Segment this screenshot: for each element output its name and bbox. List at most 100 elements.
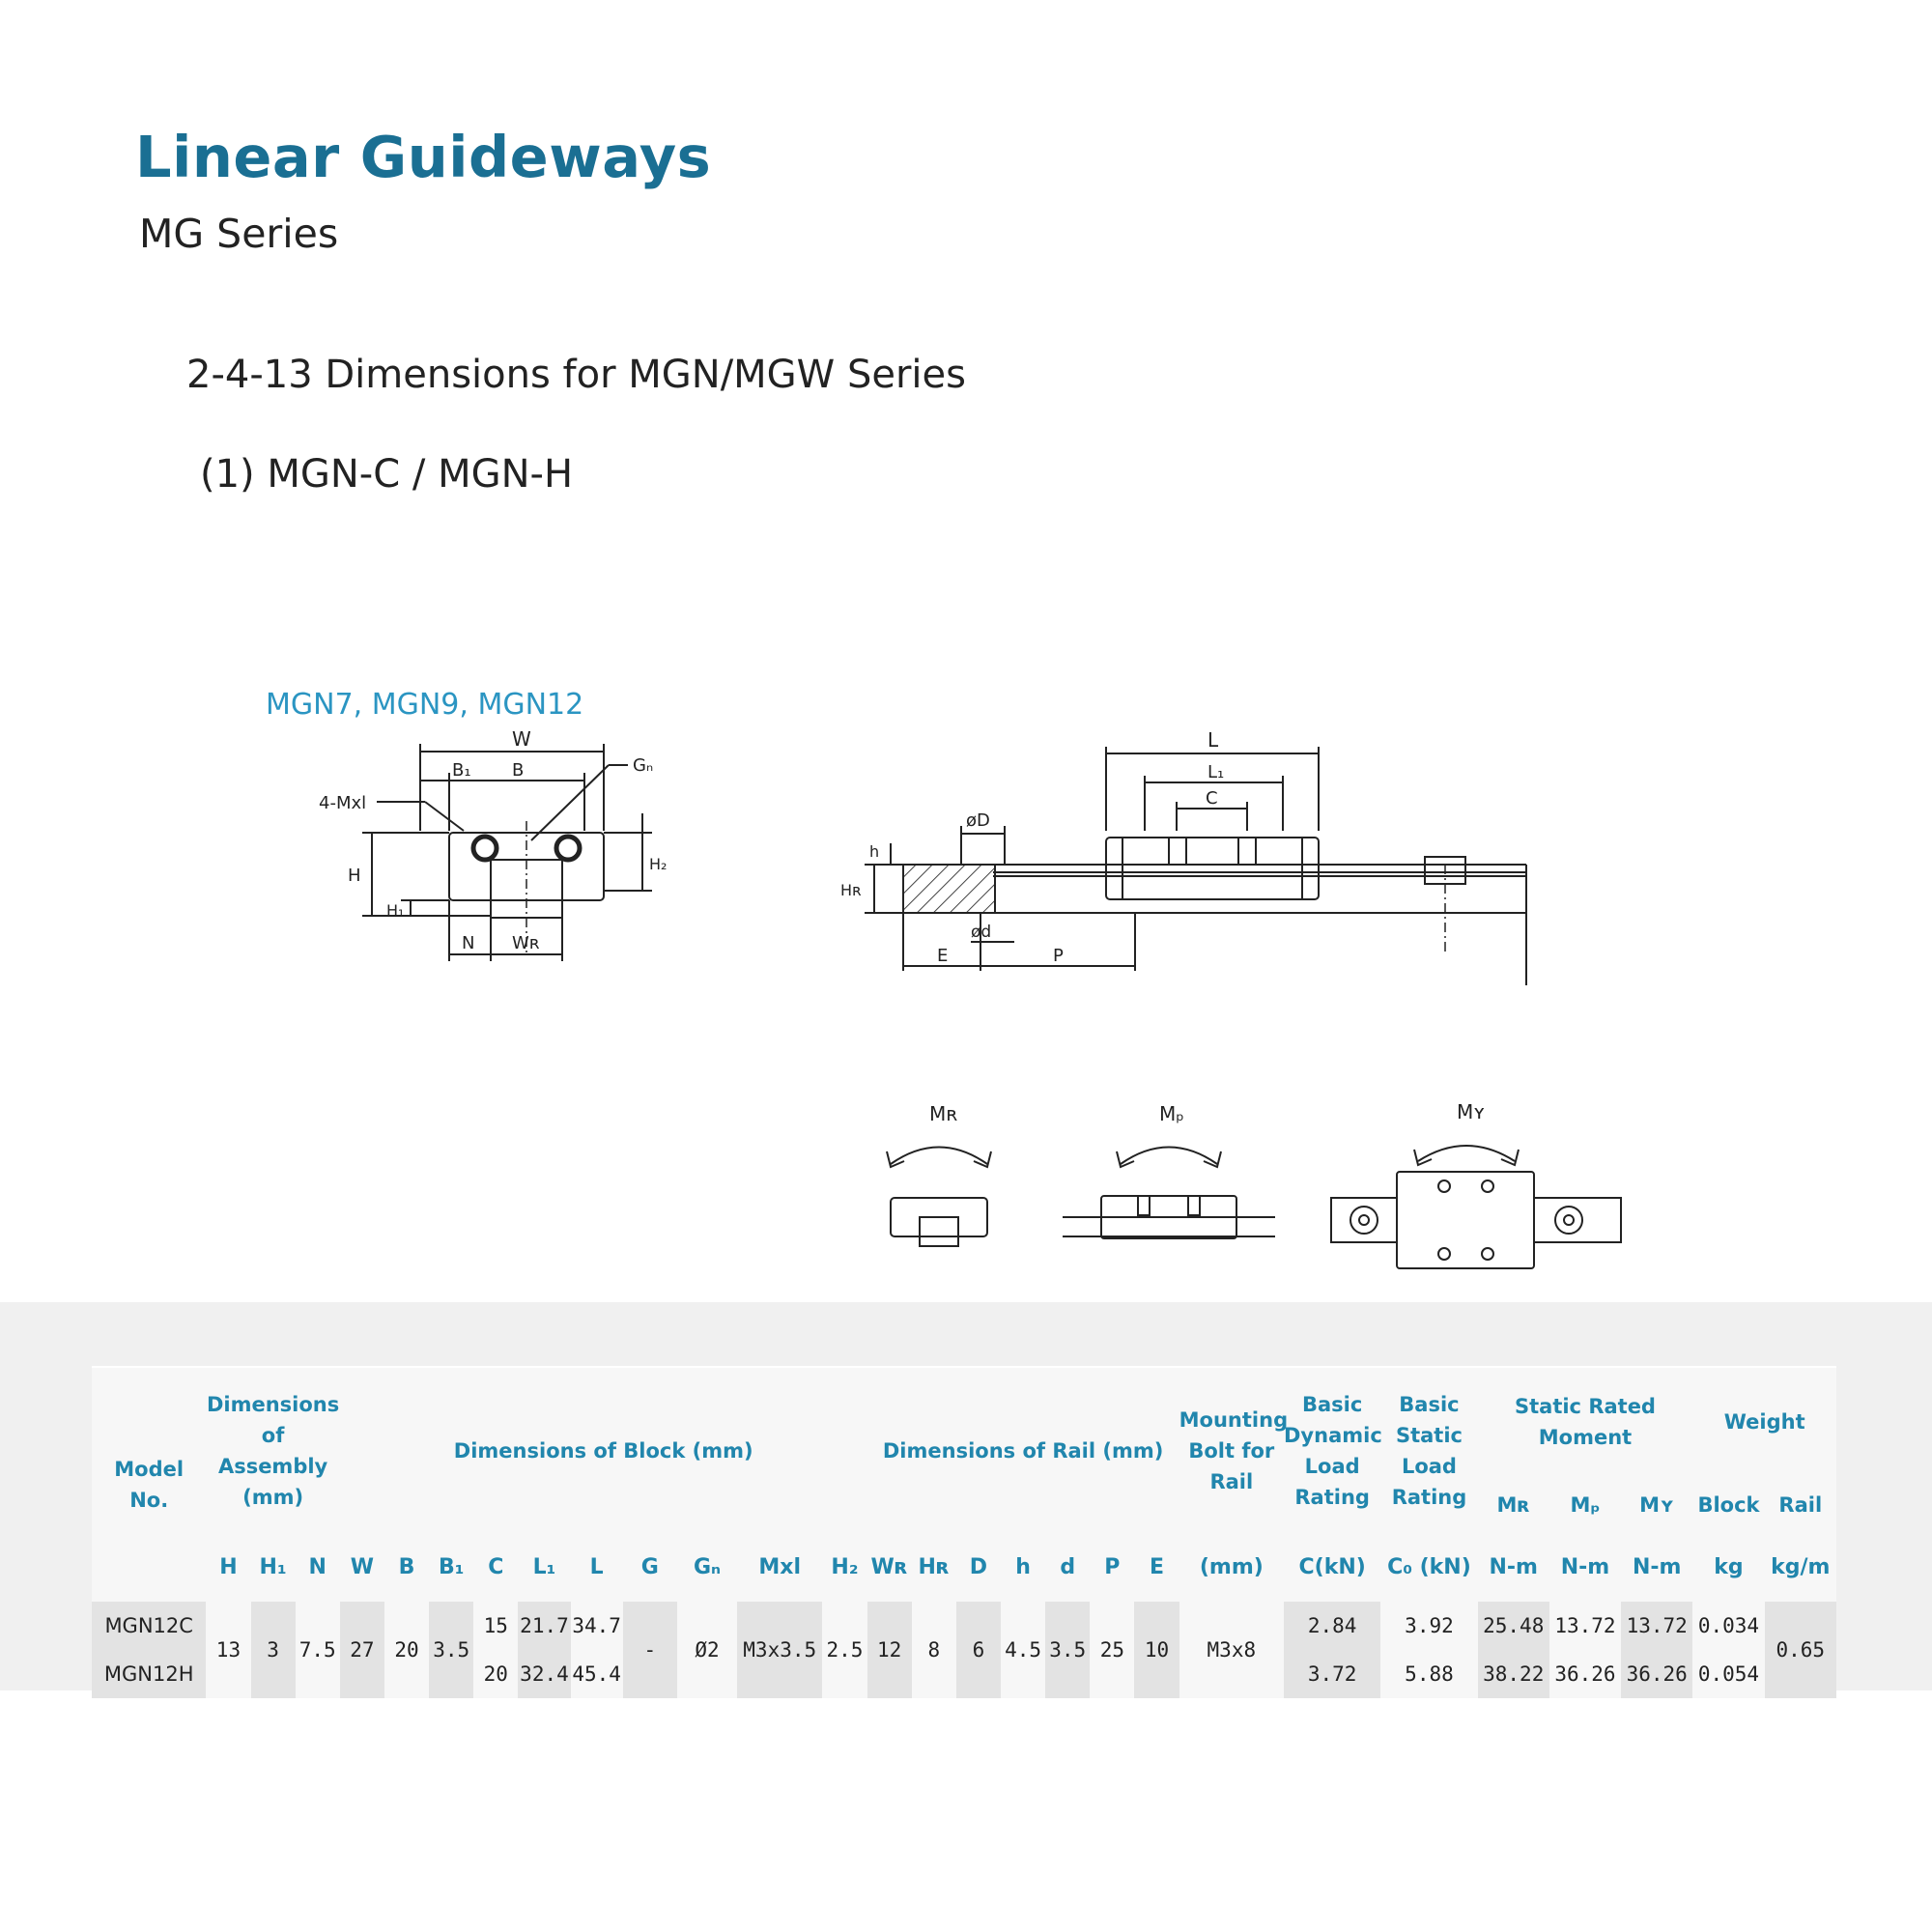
col-bolt-unit: (mm) <box>1179 1534 1284 1602</box>
cell-d-big: 6 <box>955 1602 1001 1698</box>
header-bolt: Mounting Bolt for Rail <box>1179 1366 1288 1534</box>
row-model: MGN12H <box>92 1650 207 1698</box>
moment-label-mp: Mₚ <box>1159 1102 1184 1125</box>
cell-wr: 12 <box>867 1602 912 1698</box>
cell-gn: Ø2 <box>676 1602 738 1698</box>
col-d-big: D <box>955 1534 1001 1602</box>
col-h: H <box>206 1534 251 1602</box>
col-b1: B₁ <box>429 1534 474 1602</box>
front-label-h2: H₂ <box>649 855 667 873</box>
table-row: MGN12H 20 32.4 45.4 3.72 5.88 38.22 36.2… <box>92 1650 1836 1698</box>
row-model: MGN12C <box>92 1602 207 1650</box>
col-e: E <box>1134 1534 1179 1602</box>
cell-l: 34.7 <box>570 1602 623 1650</box>
cell-e: 10 <box>1134 1602 1179 1698</box>
front-label-mxl: 4-Mxl <box>319 793 366 813</box>
header-mr: Mʀ <box>1477 1476 1549 1534</box>
header-my: Mʏ <box>1621 1476 1693 1534</box>
cell-block-weight: 0.034 <box>1692 1602 1765 1650</box>
front-label-h: H <box>348 866 361 886</box>
side-label-l: L <box>1208 729 1219 752</box>
side-label-phid-big: øD <box>966 810 990 831</box>
cell-b: 20 <box>384 1602 430 1698</box>
cell-d-small: 3.5 <box>1045 1602 1091 1698</box>
col-c: C <box>473 1534 519 1602</box>
cell-w: 27 <box>339 1602 384 1698</box>
table-row: MGN12C 13 3 7.5 27 20 3.5 15 21.7 34.7 -… <box>92 1602 1836 1698</box>
cell-h-small: 4.5 <box>1001 1602 1046 1698</box>
moment-label-mr: Mʀ <box>929 1102 957 1125</box>
cell-my: 13.72 <box>1621 1602 1693 1650</box>
moment-label-my: Mʏ <box>1457 1100 1485 1123</box>
side-label-p: P <box>1053 946 1064 966</box>
subsection-heading: (1) MGN-C / MGN-H <box>200 452 574 497</box>
cell-mr: 25.48 <box>1477 1602 1549 1650</box>
col-wr: Wʀ <box>867 1534 912 1602</box>
col-h2: H₂ <box>822 1534 867 1602</box>
header-block-weight: Block <box>1692 1476 1765 1534</box>
cell-hr: 8 <box>911 1602 956 1698</box>
col-l1: L₁ <box>518 1534 571 1602</box>
cell-rail-weight: 0.65 <box>1764 1602 1836 1698</box>
cell-h1: 3 <box>250 1602 296 1698</box>
col-dynamic-unit: C(kN) <box>1284 1534 1381 1602</box>
side-label-phid-small: ød <box>971 923 991 942</box>
cell-block-weight: 0.054 <box>1692 1650 1765 1698</box>
cell-mp: 13.72 <box>1548 1602 1622 1650</box>
cell-static: 3.92 <box>1380 1602 1478 1650</box>
col-d-small: d <box>1045 1534 1091 1602</box>
col-w: W <box>339 1534 384 1602</box>
specification-table: Model No. Dimensions of Assembly (mm) Di… <box>92 1366 1836 1698</box>
cell-h2: 2.5 <box>822 1602 867 1698</box>
cell-l1: 21.7 <box>518 1602 571 1650</box>
col-g: G <box>622 1534 677 1602</box>
side-label-hr: Hʀ <box>840 881 862 899</box>
cell-c: 15 <box>473 1602 519 1650</box>
front-label-w: W <box>512 727 531 751</box>
cell-mp: 36.26 <box>1548 1650 1622 1698</box>
cell-l1: 32.4 <box>518 1650 571 1698</box>
header-model-no: Model No. <box>92 1366 207 1602</box>
side-label-e: E <box>937 946 948 966</box>
moment-diagrams: Mʀ Mₚ Mʏ <box>886 1100 1622 1269</box>
col-h-small: h <box>1001 1534 1046 1602</box>
col-n: N <box>295 1534 340 1602</box>
cell-bolt: M3x8 <box>1179 1602 1284 1698</box>
col-hr: Hʀ <box>911 1534 956 1602</box>
front-view-drawing: W B₁ B Gₙ 4-Mxl H H₁ H₂ N Wʀ <box>319 727 667 961</box>
cell-my: 36.26 <box>1621 1650 1693 1698</box>
cell-dynamic: 3.72 <box>1284 1650 1381 1698</box>
col-rail-unit: kg/m <box>1764 1534 1836 1602</box>
side-label-l1: L₁ <box>1208 762 1224 782</box>
side-label-h: h <box>869 842 879 861</box>
col-h1: H₁ <box>250 1534 296 1602</box>
cell-dynamic: 2.84 <box>1284 1602 1381 1650</box>
col-gn: Gₙ <box>676 1534 738 1602</box>
col-mr-unit: N-m <box>1477 1534 1549 1602</box>
col-mp-unit: N-m <box>1548 1534 1622 1602</box>
cell-p: 25 <box>1090 1602 1135 1698</box>
front-label-h1: H₁ <box>386 901 404 920</box>
models-label: MGN7, MGN9, MGN12 <box>266 688 584 722</box>
header-rail-weight: Rail <box>1764 1476 1836 1534</box>
cell-static: 5.88 <box>1380 1650 1478 1698</box>
front-label-b1: B₁ <box>452 760 471 781</box>
page-title: Linear Guideways <box>135 124 712 190</box>
front-label-n: N <box>462 933 474 953</box>
col-l: L <box>570 1534 623 1602</box>
header-block: Dimensions of Block (mm) <box>339 1366 867 1534</box>
side-label-c: C <box>1206 788 1218 809</box>
front-label-b: B <box>512 760 524 781</box>
header-static: Basic Static Load Rating <box>1380 1366 1478 1534</box>
cell-l: 45.4 <box>570 1650 623 1698</box>
cell-c: 20 <box>473 1650 519 1698</box>
cell-g: - <box>622 1602 677 1698</box>
header-assembly: Dimensions of Assembly (mm) <box>206 1366 340 1534</box>
cell-n: 7.5 <box>295 1602 340 1698</box>
side-view-drawing: L L₁ C øD h Hʀ ød E P <box>840 729 1527 985</box>
cell-b1: 3.5 <box>429 1602 474 1698</box>
col-block-unit: kg <box>1692 1534 1765 1602</box>
cell-mxl: M3x3.5 <box>737 1602 823 1698</box>
series-subtitle: MG Series <box>139 211 339 257</box>
header-mp: Mₚ <box>1548 1476 1622 1534</box>
